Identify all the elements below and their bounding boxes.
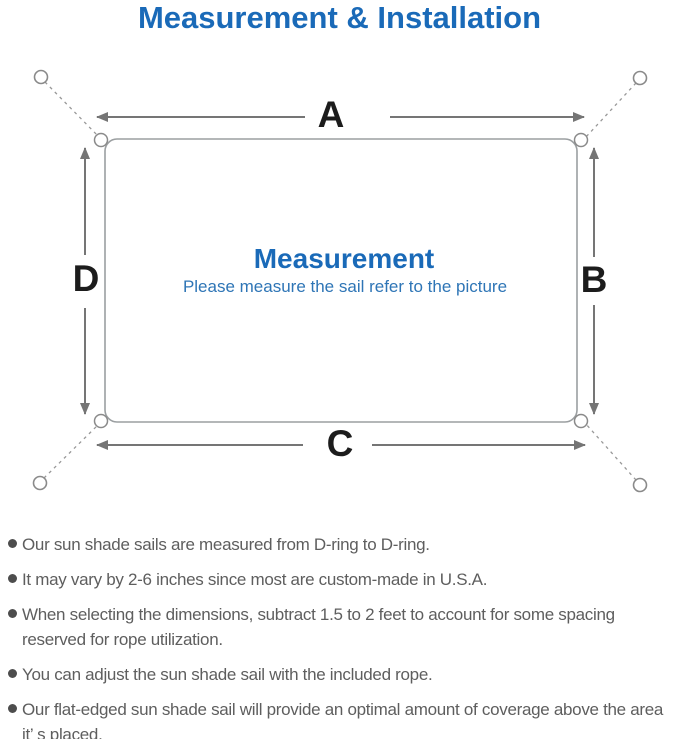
dimension-label-a: A [318, 94, 345, 135]
bullet-icon [8, 574, 17, 583]
d-ring-bottom-left-icon [93, 413, 109, 429]
bullet-icon [8, 704, 17, 713]
bullet-icon [8, 609, 17, 618]
note-text: Our sun shade sails are measured from D-… [22, 535, 430, 554]
rope-line-bottom-left [43, 422, 101, 479]
notes-list: Our sun shade sails are measured from D-… [0, 524, 679, 739]
rope-line-top-left [44, 81, 101, 139]
note-item: When selecting the dimensions, subtract … [0, 602, 679, 652]
note-item: You can adjust the sun shade sail with t… [0, 662, 679, 687]
note-item: Our sun shade sails are measured from D-… [0, 532, 679, 557]
note-text: You can adjust the sun shade sail with t… [22, 665, 433, 684]
measurement-subheading: Please measure the sail refer to the pic… [183, 277, 507, 296]
anchor-ring-top-right-icon [632, 70, 648, 86]
bullet-icon [8, 539, 17, 548]
note-item: Our flat-edged sun shade sail will provi… [0, 697, 679, 739]
bullet-icon [8, 669, 17, 678]
rope-line-bottom-right [584, 422, 637, 481]
note-text: It may vary by 2-6 inches since most are… [22, 570, 488, 589]
measurement-heading: Measurement [254, 243, 435, 274]
note-text: Our flat-edged sun shade sail will provi… [22, 700, 664, 739]
d-ring-bottom-right-icon [573, 413, 589, 429]
anchor-ring-bottom-left-icon [32, 475, 48, 491]
d-ring-top-right-icon [573, 132, 589, 148]
page-title: Measurement & Installation [137, 0, 542, 35]
anchor-ring-top-left-icon [33, 69, 49, 85]
shade-sail-outline [104, 138, 578, 423]
note-item: It may vary by 2-6 inches since most are… [0, 567, 679, 592]
dimension-label-d: D [73, 258, 100, 299]
measurement-diagram: A B C D Measurement Please measure the s… [32, 69, 648, 493]
dimension-label-b: B [581, 259, 608, 300]
d-ring-top-left-icon [93, 132, 109, 148]
note-text: When selecting the dimensions, subtract … [22, 605, 615, 649]
rope-line-top-right [584, 82, 637, 139]
anchor-ring-bottom-right-icon [632, 477, 648, 493]
dimension-label-c: C [327, 423, 354, 464]
